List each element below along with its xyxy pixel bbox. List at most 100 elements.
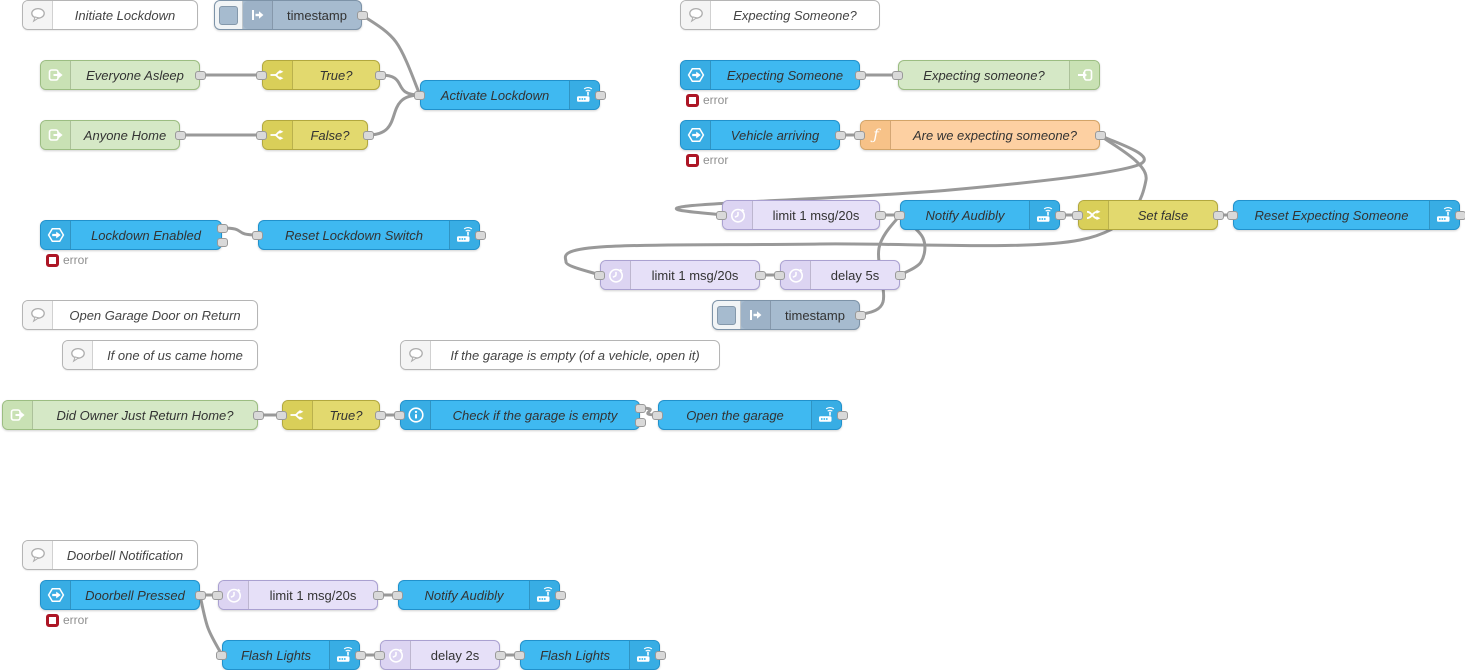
node-limit-1-msg-20s[interactable]: limit 1 msg/20s: [218, 580, 378, 610]
inject-button[interactable]: [713, 301, 741, 329]
node-set-false[interactable]: Set false: [1078, 200, 1218, 230]
node-limit-1-msg-20s[interactable]: limit 1 msg/20s: [722, 200, 880, 230]
input-port[interactable]: [716, 210, 727, 220]
output-port[interactable]: [373, 590, 384, 600]
output-port[interactable]: [837, 410, 848, 420]
output-port[interactable]: [375, 70, 386, 80]
node-check-if-the-garage-is-empty[interactable]: Check if the garage is empty: [400, 400, 640, 430]
node-open-garage-door-on-return[interactable]: Open Garage Door on Return: [22, 300, 258, 330]
wire-fn-lim1[interactable]: [675, 133, 1146, 217]
node-flash-lights[interactable]: Flash Lights: [222, 640, 360, 670]
output-port[interactable]: [1055, 210, 1066, 220]
output-port[interactable]: [855, 70, 866, 80]
output-port[interactable]: [755, 270, 766, 280]
output-port[interactable]: [355, 650, 366, 660]
output-port[interactable]: [1095, 130, 1106, 140]
wire-fn-lim2[interactable]: [563, 133, 1148, 277]
output-port[interactable]: [217, 223, 228, 233]
input-port[interactable]: [514, 650, 525, 660]
arrow-out-icon: [41, 121, 71, 149]
node-doorbell-notification[interactable]: Doorbell Notification: [22, 540, 198, 570]
input-port[interactable]: [276, 410, 287, 420]
output-port[interactable]: [835, 130, 846, 140]
node-expecting-someone[interactable]: Expecting Someone: [680, 60, 860, 90]
node-expecting-someone[interactable]: Expecting Someone?: [680, 0, 880, 30]
wire-le-rls[interactable]: [220, 226, 260, 237]
node-true[interactable]: True?: [282, 400, 380, 430]
node-open-the-garage[interactable]: Open the garage: [658, 400, 842, 430]
node-vehicle-arriving[interactable]: Vehicle arriving: [680, 120, 840, 150]
node-delay-5s[interactable]: delay 5s: [780, 260, 900, 290]
node-reset-lockdown-switch[interactable]: Reset Lockdown Switch: [258, 220, 480, 250]
inject-button-square[interactable]: [219, 5, 238, 25]
node-timestamp[interactable]: timestamp: [712, 300, 860, 330]
output-port[interactable]: [635, 403, 646, 413]
input-port[interactable]: [252, 230, 263, 240]
node-timestamp[interactable]: timestamp: [214, 0, 362, 30]
clock-icon: [601, 261, 631, 289]
input-port[interactable]: [374, 650, 385, 660]
output-port[interactable]: [635, 417, 646, 427]
node-flash-lights[interactable]: Flash Lights: [520, 640, 660, 670]
input-port[interactable]: [414, 90, 425, 100]
output-port[interactable]: [1213, 210, 1224, 220]
input-port[interactable]: [256, 70, 267, 80]
node-label: Expecting Someone: [726, 67, 844, 83]
wire-f1-al[interactable]: [366, 93, 422, 137]
input-port[interactable]: [256, 130, 267, 140]
node-false[interactable]: False?: [262, 120, 368, 150]
output-port[interactable]: [363, 130, 374, 140]
input-port[interactable]: [774, 270, 785, 280]
input-port[interactable]: [854, 130, 865, 140]
node-expecting-someone[interactable]: Expecting someone?: [898, 60, 1100, 90]
output-port[interactable]: [357, 10, 368, 20]
input-port[interactable]: [392, 590, 403, 600]
node-notify-audibly[interactable]: Notify Audibly: [398, 580, 560, 610]
node-lockdown-enabled[interactable]: Lockdown Enabled: [40, 220, 222, 250]
output-port[interactable]: [875, 210, 886, 220]
node-reset-expecting-someone[interactable]: Reset Expecting Someone: [1233, 200, 1460, 230]
output-port[interactable]: [217, 237, 228, 247]
input-port[interactable]: [216, 650, 227, 660]
input-port[interactable]: [1072, 210, 1083, 220]
output-port[interactable]: [175, 130, 186, 140]
input-port[interactable]: [1227, 210, 1238, 220]
output-port[interactable]: [195, 590, 206, 600]
output-port[interactable]: [555, 590, 566, 600]
node-anyone-home[interactable]: Anyone Home: [40, 120, 180, 150]
output-port[interactable]: [895, 270, 906, 280]
output-port[interactable]: [195, 70, 206, 80]
wire-inj1-al[interactable]: [360, 13, 422, 97]
node-doorbell-pressed[interactable]: Doorbell Pressed: [40, 580, 200, 610]
node-initiate-lockdown[interactable]: Initiate Lockdown: [22, 0, 198, 30]
node-delay-2s[interactable]: delay 2s: [380, 640, 500, 670]
output-port[interactable]: [375, 410, 386, 420]
wire-dp-fl1[interactable]: [198, 593, 224, 657]
inject-button[interactable]: [215, 1, 243, 29]
output-port[interactable]: [595, 90, 606, 100]
output-port[interactable]: [253, 410, 264, 420]
output-port[interactable]: [1455, 210, 1465, 220]
node-notify-audibly[interactable]: Notify Audibly: [900, 200, 1060, 230]
input-port[interactable]: [594, 270, 605, 280]
input-port[interactable]: [892, 70, 903, 80]
input-port[interactable]: [894, 210, 905, 220]
input-port[interactable]: [652, 410, 663, 420]
node-did-owner-just-return-home[interactable]: Did Owner Just Return Home?: [2, 400, 258, 430]
node-activate-lockdown[interactable]: Activate Lockdown: [420, 80, 600, 110]
input-port[interactable]: [212, 590, 223, 600]
node-limit-1-msg-20s[interactable]: limit 1 msg/20s: [600, 260, 760, 290]
node-true[interactable]: True?: [262, 60, 380, 90]
output-port[interactable]: [855, 310, 866, 320]
clock-icon: [781, 261, 811, 289]
node-everyone-asleep[interactable]: Everyone Asleep: [40, 60, 200, 90]
output-port[interactable]: [475, 230, 486, 240]
node-if-the-garage-is-empty-of-a-vehicle-open-it[interactable]: If the garage is empty (of a vehicle, op…: [400, 340, 720, 370]
output-port[interactable]: [495, 650, 506, 660]
input-port[interactable]: [394, 410, 405, 420]
output-port[interactable]: [655, 650, 666, 660]
inject-button-square[interactable]: [717, 305, 736, 325]
node-if-one-of-us-came-home[interactable]: If one of us came home: [62, 340, 258, 370]
